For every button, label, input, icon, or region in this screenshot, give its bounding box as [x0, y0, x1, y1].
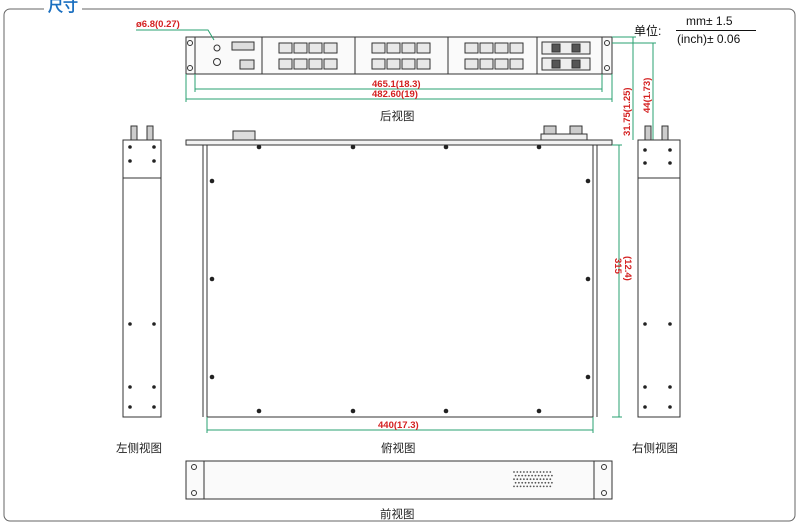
vent-hole — [519, 471, 522, 473]
vent-hole — [513, 471, 515, 473]
left-view-label: 左侧视图 — [116, 443, 162, 455]
vent-hole — [516, 485, 519, 488]
vent-hole — [526, 478, 529, 481]
vent-hole — [537, 474, 540, 477]
vent-hole — [542, 485, 545, 488]
hole-dim: ø6.8(0.27) — [136, 19, 180, 30]
depth-mm-dim: 315 — [612, 258, 623, 275]
rear-dimensions — [136, 29, 656, 140]
section-title: 尺寸 — [44, 0, 83, 16]
front-view — [185, 460, 613, 500]
vent-hole — [531, 474, 533, 477]
vent-hole — [539, 471, 542, 473]
vent-hole — [518, 481, 520, 484]
vent-hole — [519, 485, 522, 488]
vent-hole — [542, 471, 545, 473]
vent-hole — [536, 485, 538, 488]
top-view-label: 俯视图 — [381, 443, 416, 455]
vent-hole — [536, 478, 538, 481]
unit-inch: (inch)± 0.06 — [677, 32, 741, 46]
vent-hole — [527, 474, 530, 477]
vent-hole — [518, 474, 520, 477]
unit-divider — [676, 30, 756, 31]
left-view — [122, 125, 162, 418]
top-view — [185, 125, 613, 418]
width-outer-dim: 482.60(19) — [372, 89, 418, 100]
vent-hole — [549, 471, 552, 473]
front-view-label: 前视图 — [380, 509, 415, 521]
vent-hole — [532, 485, 535, 488]
vent-hole — [534, 481, 537, 484]
vent-hole — [547, 474, 550, 477]
vent-hole — [549, 478, 552, 481]
vent-hole — [523, 478, 525, 481]
vent-hole — [532, 478, 535, 481]
vent-hole — [546, 478, 548, 481]
vent-hole — [521, 474, 524, 477]
right-view — [637, 125, 681, 418]
vent-hole — [514, 474, 517, 477]
vent-hole — [514, 481, 517, 484]
vent-hole — [526, 471, 529, 473]
vent-hole — [546, 471, 548, 473]
unit-mm: mm± 1.5 — [686, 14, 733, 28]
depth-in-dim: (12.4) — [622, 256, 633, 281]
vent-hole — [544, 481, 547, 484]
width-inner-dim: 465.1(18.3) — [372, 79, 421, 90]
vent-hole — [544, 474, 547, 477]
rear-view — [185, 36, 613, 75]
vent-hole — [529, 471, 532, 473]
vent-hole — [521, 481, 524, 484]
vent-hole — [527, 481, 530, 484]
vent-hole — [516, 478, 519, 481]
vent-hole — [534, 474, 537, 477]
vent-hole — [549, 485, 552, 488]
vent-hole — [551, 474, 553, 477]
vent-hole — [513, 478, 515, 481]
vent-hole — [542, 478, 545, 481]
vent-hole — [513, 485, 515, 488]
vent-hole — [532, 471, 535, 473]
vent-hole — [529, 485, 532, 488]
vent-hole — [516, 471, 519, 473]
rear-view-label: 后视图 — [380, 111, 415, 123]
vent-hole — [541, 481, 543, 484]
height-outer-dim: 44(1.73) — [642, 78, 653, 113]
vent-hole — [531, 481, 533, 484]
vent-hole — [551, 481, 553, 484]
vent-hole — [526, 485, 529, 488]
height-inner-dim: 31.75(1.25) — [622, 87, 633, 136]
vent-hole — [529, 478, 532, 481]
body-width-dim: 440(17.3) — [378, 420, 419, 431]
vent-hole — [537, 481, 540, 484]
unit-label: 单位: — [634, 24, 662, 38]
outer-frame — [3, 8, 796, 522]
vent-hole — [523, 471, 525, 473]
vent-hole — [519, 478, 522, 481]
vent-hole — [536, 471, 538, 473]
vent-hole — [524, 481, 527, 484]
right-view-label: 右侧视图 — [632, 443, 678, 455]
vent-hole — [523, 485, 525, 488]
vent-hole — [547, 481, 550, 484]
vent-hole — [539, 485, 542, 488]
vent-hole — [546, 485, 548, 488]
vent-hole — [524, 474, 527, 477]
top-dimensions — [206, 144, 622, 433]
vent-hole — [539, 478, 542, 481]
vent-hole — [541, 474, 543, 477]
